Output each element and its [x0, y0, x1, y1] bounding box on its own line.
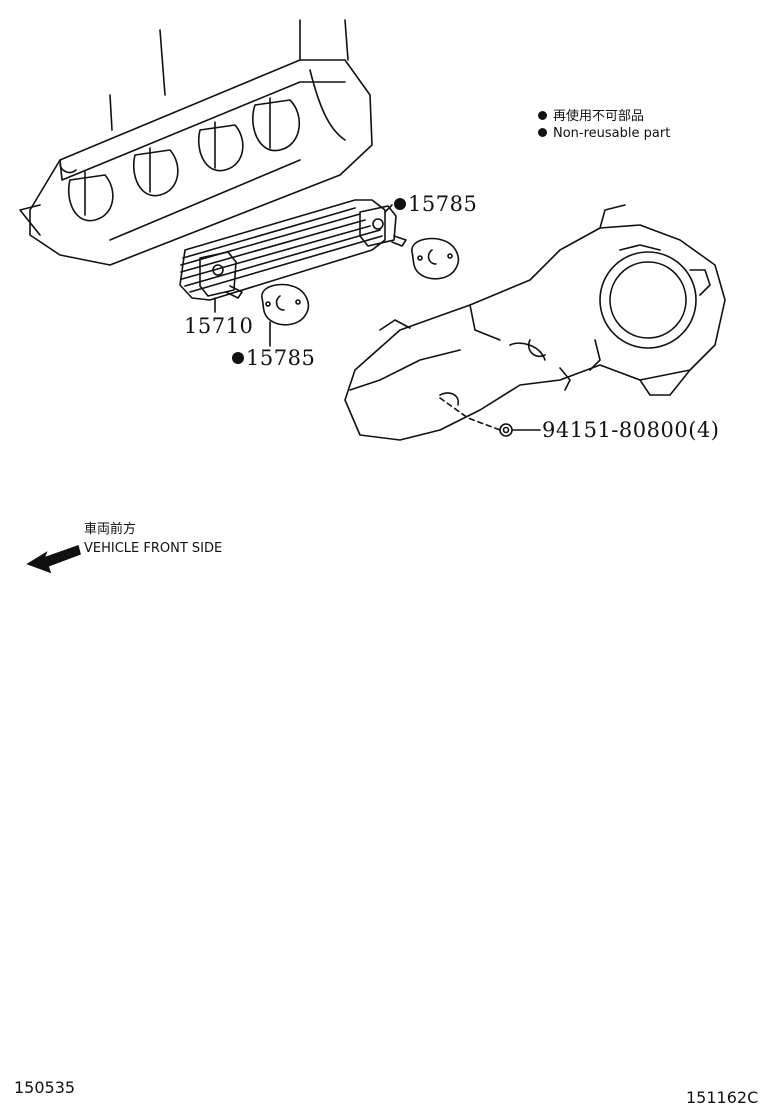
direction-label: 車両前方 VEHICLE FRONT SIDE: [84, 520, 222, 558]
oil-cooler-drawing: [179, 199, 407, 301]
non-reusable-dot-icon: [232, 352, 244, 364]
part-label-gasket-lower: 15785: [232, 346, 315, 370]
direction-en: VEHICLE FRONT SIDE: [84, 541, 223, 556]
legend-en-line: Non-reusable part: [538, 125, 670, 142]
legend-en: Non-reusable part: [553, 126, 671, 141]
legend-jp-line: 再使用不可部品: [538, 108, 670, 125]
illustration-code-right: 151162C: [686, 1088, 759, 1107]
engine-block-drawing: [19, 19, 373, 266]
legend-jp: 再使用不可部品: [553, 109, 645, 124]
non-reusable-dot-icon: [538, 111, 547, 120]
non-reusable-dot-icon: [394, 198, 406, 210]
gasket-lower-drawing: [261, 283, 310, 326]
legend: 再使用不可部品 Non-reusable part: [538, 108, 670, 142]
direction-jp: 車両前方: [84, 522, 137, 537]
gasket-upper-drawing: [411, 237, 460, 280]
vehicle-front-arrow-icon: [26, 545, 81, 574]
part-label-gasket-upper: 15785: [394, 192, 477, 216]
part-label-oil-cooler: 15710: [184, 314, 254, 338]
nut-icon: [499, 423, 513, 437]
part-label-nut: 94151-80800(4): [542, 418, 720, 442]
illustration-code-left: 150535: [14, 1078, 76, 1097]
non-reusable-dot-icon: [538, 128, 547, 137]
timing-cover-drawing: [344, 204, 726, 441]
